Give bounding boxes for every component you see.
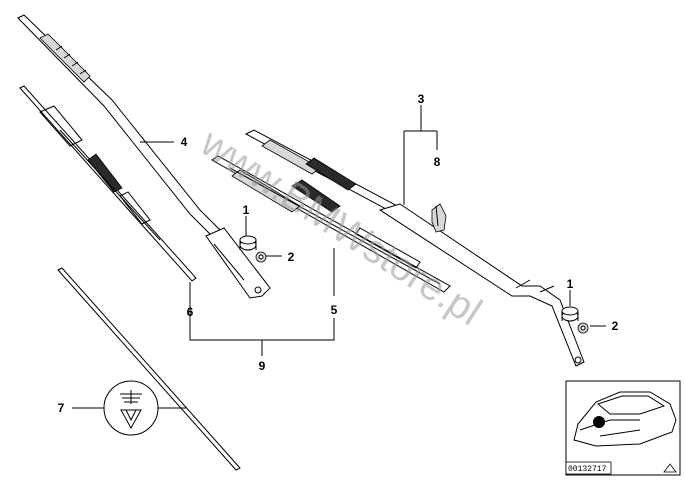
wiper-clip[interactable]: [431, 203, 447, 233]
triangle-icon: [663, 463, 677, 473]
callout-7: 7: [58, 401, 65, 415]
cap-left[interactable]: [239, 235, 257, 251]
wiper-blade-long[interactable]: [19, 85, 197, 282]
wiper-arm-right[interactable]: [244, 129, 585, 367]
wiper-blade-middle[interactable]: [211, 155, 451, 293]
document-number: 00132717: [568, 465, 607, 474]
callout-6: 6: [187, 305, 194, 319]
cap-right[interactable]: [561, 306, 579, 322]
callout-4: 4: [181, 135, 188, 149]
leader-lines: [72, 105, 606, 409]
nut-left[interactable]: [255, 251, 267, 263]
callout-5: 5: [331, 303, 338, 317]
clip-symbol-icon: [103, 380, 159, 436]
callout-9: 9: [259, 359, 266, 373]
nut-right[interactable]: [577, 322, 589, 334]
callout-3: 3: [418, 92, 425, 106]
callout-8: 8: [434, 155, 441, 169]
callout-2-right: 2: [612, 319, 619, 333]
wiper-refill-strip[interactable]: [57, 267, 241, 471]
document-number-box: [565, 461, 612, 475]
callout-1-right: 1: [567, 277, 574, 291]
wiper-arm-long[interactable]: [17, 14, 271, 299]
callout-1-left: 1: [243, 203, 250, 217]
callout-2-left: 2: [288, 250, 295, 264]
car-thumbnail-icon: [565, 380, 681, 476]
